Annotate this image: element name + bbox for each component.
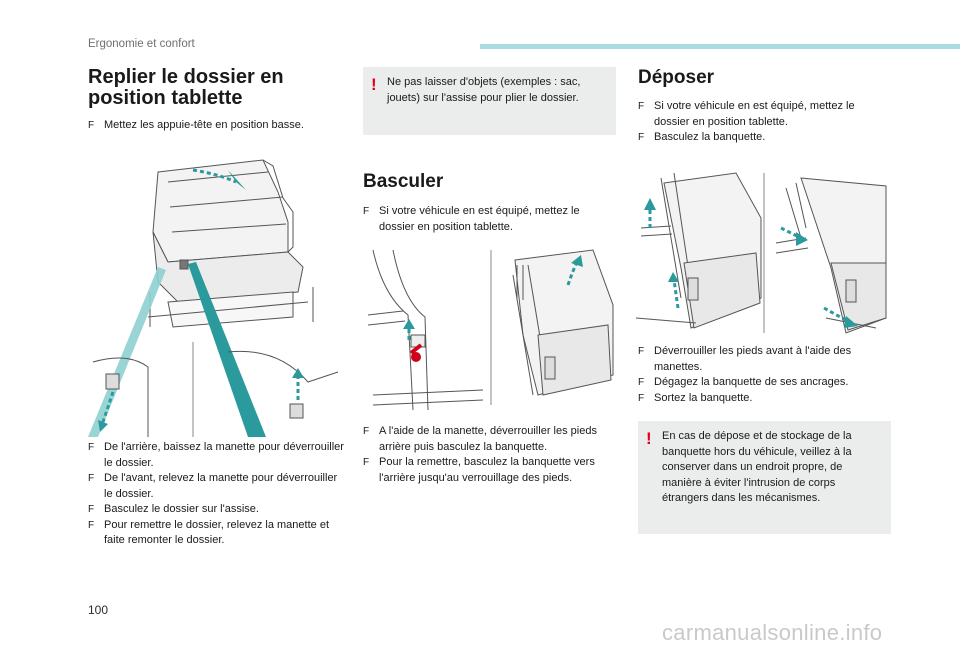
- header-accent-bar: [480, 44, 960, 49]
- warning-box-bottom: ! En cas de dépose et de stockage de la …: [638, 421, 891, 534]
- seat-fold-illustration: [88, 159, 339, 437]
- basculer-title: Basculer: [363, 171, 444, 192]
- section-header: Ergonomie et confort: [88, 38, 195, 50]
- deposer-title: Déposer: [638, 67, 715, 88]
- tilt-bench-illustration: [367, 249, 614, 411]
- bullet-icon: F: [88, 473, 95, 484]
- replier-title: Replier le dossier en position tablette: [88, 66, 284, 109]
- bullet-icon: F: [88, 519, 95, 531]
- bullet-icon: F: [638, 346, 645, 357]
- bullet-icon: F: [638, 377, 645, 388]
- bullet-icon: F: [363, 206, 370, 217]
- warning-box-top: ! Ne pas laisser d'objets (exemples : sa…: [363, 67, 616, 135]
- bullet-icon: F: [363, 426, 370, 437]
- bullet-icon: F: [88, 442, 95, 453]
- bullet-icon: F: [638, 132, 645, 143]
- remove-bench-illustration: [636, 172, 887, 334]
- bullet-icon: F: [88, 504, 95, 515]
- page-number: 100: [88, 603, 109, 617]
- bullet-icon: F: [88, 120, 95, 131]
- bullet-icon: F: [638, 101, 645, 112]
- bullet-icon: F: [638, 392, 645, 404]
- watermark: carmanualsonline.info: [662, 620, 883, 645]
- warning-icon: !: [646, 429, 652, 448]
- warning-icon: !: [371, 75, 377, 94]
- warning-text: Ne pas laisser d'objets (exemples : sac,…: [387, 76, 581, 104]
- warning-text: En cas de dépose et de stockage de la ba…: [662, 430, 852, 504]
- bullet-icon: F: [363, 457, 370, 468]
